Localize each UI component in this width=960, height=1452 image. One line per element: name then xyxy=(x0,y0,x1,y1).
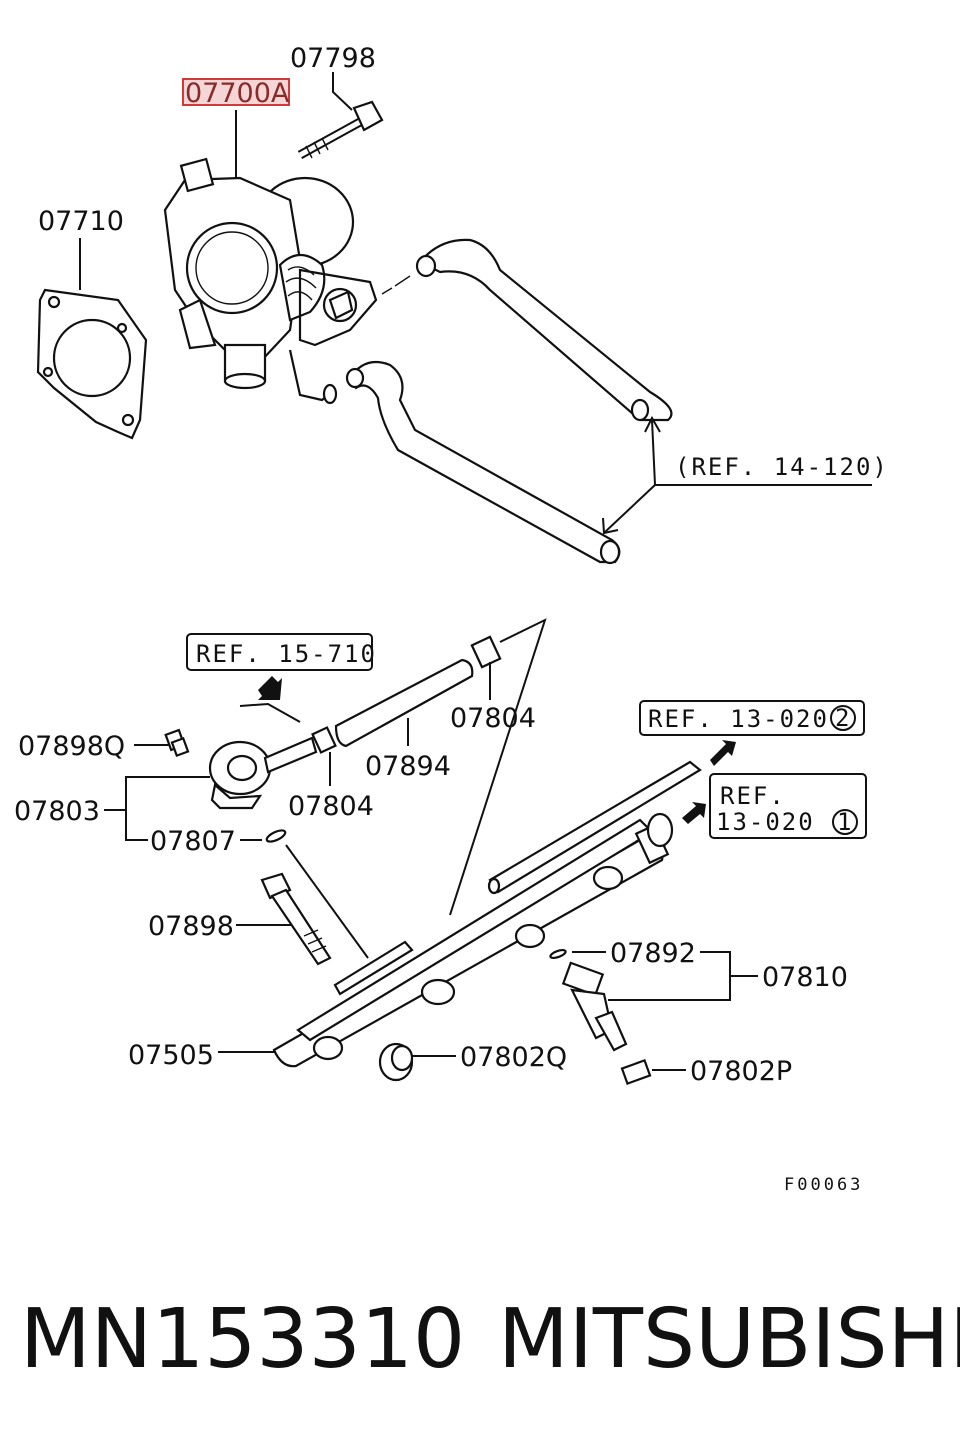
fuel-hose-07894-icon xyxy=(311,635,502,754)
o-ring-07892-icon xyxy=(549,948,567,960)
arrow-ref-15-710-icon xyxy=(258,676,282,700)
leader-07807-to-rail xyxy=(285,844,369,959)
brand-name: MITSUBISHI xyxy=(498,1292,960,1387)
ref-14-120-arrow-down xyxy=(604,484,656,533)
highlight-box-07700A xyxy=(182,78,290,106)
callout-07802P[interactable]: 07802P xyxy=(690,1056,792,1087)
callout-07898[interactable]: 07898 xyxy=(148,911,234,942)
pressure-regulator-07803-icon xyxy=(208,736,318,810)
ref-13-020-1-line1[interactable]: REF. xyxy=(720,782,786,810)
fuel-rail-07505-icon xyxy=(272,760,702,1068)
callout-07700A[interactable]: 07700A xyxy=(185,78,290,109)
ref-14-120-arrow-up xyxy=(651,419,656,486)
ref-13-020-1-box xyxy=(709,773,867,839)
arrowhead-down-icon xyxy=(602,517,619,535)
injector-boss-icon xyxy=(312,865,624,1061)
ref-13-020-2-num: 2 xyxy=(835,704,849,732)
figure-code: F00063 xyxy=(784,1175,863,1195)
leader-v-07804 xyxy=(449,618,547,916)
callout-07894[interactable]: 07894 xyxy=(365,751,451,782)
part-number: MN153310 xyxy=(20,1292,466,1387)
throttle-body-07700A-icon xyxy=(163,157,378,405)
callout-07710[interactable]: 07710 xyxy=(38,206,124,237)
arrow-ref-13-020-2-icon xyxy=(710,740,736,766)
bolt-07798-icon xyxy=(297,100,384,159)
ref-15-710[interactable]: REF. 15-710 xyxy=(196,640,377,668)
ref-14-120[interactable]: (REF. 14-120) xyxy=(675,453,889,481)
footer: MN153310 MITSUBISHI xyxy=(0,1285,960,1395)
callout-07807[interactable]: 07807 xyxy=(150,826,236,857)
callout-07892[interactable]: 07892 xyxy=(610,938,696,969)
circle-1-icon xyxy=(832,809,858,835)
circle-2-icon xyxy=(830,705,856,731)
exploded-parts-diagram: 07798 07700A 07710 xyxy=(14,43,889,1195)
insulator-07802Q-icon xyxy=(378,1042,414,1082)
callout-07802Q[interactable]: 07802Q xyxy=(460,1042,567,1073)
injector-07810-icon xyxy=(561,961,628,1052)
bolt-07898-icon xyxy=(260,872,332,966)
ref-13-020-2[interactable]: REF. 13-020 xyxy=(648,705,829,733)
hose-upper-icon xyxy=(381,238,673,422)
callout-07804-top[interactable]: 07804 xyxy=(450,703,536,734)
ref-13-020-2-box xyxy=(639,700,865,736)
bolt-07898Q-icon xyxy=(164,728,190,758)
ref-15-710-box xyxy=(186,633,373,671)
leader-07803-top xyxy=(104,776,210,811)
callout-07898Q[interactable]: 07898Q xyxy=(18,731,125,762)
leader-07803-bottom xyxy=(125,810,148,841)
arrow-ref-13-020-1-icon xyxy=(682,802,706,824)
callout-07803[interactable]: 07803 xyxy=(14,796,100,827)
leader-ref-15-710 xyxy=(239,702,301,723)
o-ring-07807-icon xyxy=(265,829,287,843)
callout-07505[interactable]: 07505 xyxy=(128,1040,214,1071)
arrowhead-up-icon xyxy=(644,415,661,433)
gasket-07710-icon xyxy=(36,288,148,440)
callout-07804-bottom[interactable]: 07804 xyxy=(288,791,374,822)
callout-07810[interactable]: 07810 xyxy=(762,962,848,993)
callout-07798[interactable]: 07798 xyxy=(290,43,376,74)
hose-lower-icon xyxy=(345,360,621,565)
leader-07798 xyxy=(332,72,353,111)
seal-07802P-icon xyxy=(620,1058,652,1086)
ref-13-020-1-num: 1 xyxy=(837,808,851,836)
ref-13-020-1-line2[interactable]: 13-020 xyxy=(716,808,815,836)
